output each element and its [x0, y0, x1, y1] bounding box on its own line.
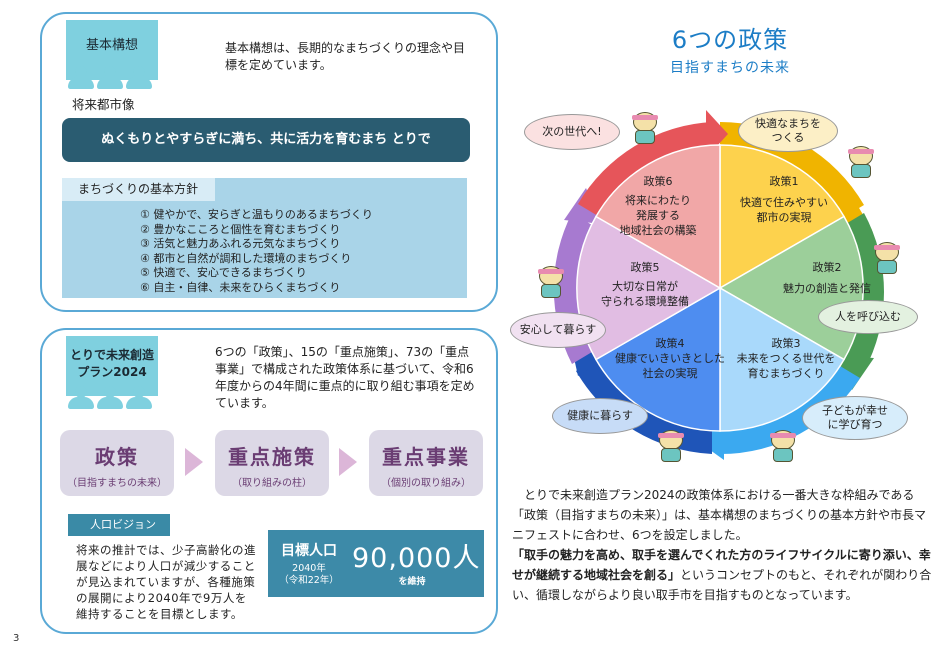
six-policies-subtitle: 目指すまちの未来: [670, 60, 790, 76]
policy2-line1: 魅力の創造と発信: [783, 282, 871, 295]
flow-key-projects-title: 重点事業: [382, 445, 470, 469]
policy3-name: 政策3: [771, 337, 801, 350]
mascot-exercise-icon: [654, 428, 688, 464]
bubble-policy1: 快適なまちを つくる: [738, 110, 838, 152]
flow-arrow-icon: [339, 448, 357, 476]
policy6-line1: 将来にわたり: [625, 194, 691, 207]
flow-key-measures-subtitle: （取り組みの柱）: [232, 478, 312, 489]
basic-policy-item: ④ 都市と自然が調和した環境のまちづくり: [140, 251, 352, 265]
bubble-policy4: 健康に暮らす: [552, 398, 648, 434]
basic-concept-description: 基本構想は、長期的なまちづくりの理念や目標を定めています。: [225, 41, 466, 72]
sector-label-policy5: 政策5 大切な日常が 守られる環境整備: [590, 260, 700, 309]
basic-policy-item: ⑥ 自主・自律、未来をひらくまちづくり: [140, 280, 341, 294]
summary-intro: とりで未来創造プラン2024の政策体系における一番大きな枠組みである「政策（目指…: [512, 488, 927, 542]
sector-label-policy6: 政策6 将来にわたり 発展する 地域社会の構築: [608, 174, 708, 238]
population-vision-text: 将来の推計では、少子高齢化の進展などにより人口が減少することが見込まれていますが…: [76, 543, 256, 621]
policy1-line1: 快適で住みやすい: [740, 196, 828, 209]
six-policies-title: 6つの政策: [671, 26, 789, 54]
mascot-festival-icon: [870, 240, 904, 276]
policy1-line2: 都市の実現: [756, 211, 812, 224]
target-value: 90,000人: [352, 543, 481, 574]
six-policies-heading: 6つの政策 目指すまちの未来: [600, 20, 860, 77]
basic-policy-list: ① 健やかで、安らぎと温もりのあるまちづくり ② 豊かなこころと個性を育むまちづ…: [140, 208, 373, 295]
future-city-label: 将来都市像: [72, 97, 135, 112]
policy5-line1: 大切な日常が: [612, 280, 678, 293]
plan2024-description: 6つの「政策」、15の「重点施策」、73の「重点事業」で構成された政策体系に基づ…: [215, 345, 475, 410]
basic-policy-panel: まちづくりの基本方針 ① 健やかで、安らぎと温もりのあるまちづくり ② 豊かなこ…: [62, 178, 467, 298]
policy3-line1: 未来をつくる世代を: [736, 352, 836, 365]
flow-key-measures: 重点施策 （取り組みの柱）: [215, 430, 329, 496]
policy6-line2: 発展する: [636, 209, 680, 222]
flow-key-projects: 重点事業 （個別の取り組み）: [369, 430, 483, 496]
flow-arrow-icon: [185, 448, 203, 476]
target-population-box: 目標人口 2040年 （令和22年） 90,000人 を維持: [268, 530, 484, 597]
policy4-line2: 社会の実現: [642, 367, 698, 380]
population-vision-label: 人口ビジョン: [68, 514, 170, 536]
policy6-line3: 地域社会の構築: [619, 224, 697, 237]
basic-concept-badge-title: 基本構想: [85, 38, 138, 53]
mascot-cycling-icon: [844, 144, 878, 180]
target-year: 2040年: [292, 563, 326, 574]
basic-policy-item: ⑤ 快適で、安心できるまちづくり: [140, 266, 307, 279]
policy5-line2: 守られる環境整備: [601, 295, 689, 308]
basic-policy-item: ③ 活気と魅力あふれる元気なまちづくり: [140, 237, 341, 250]
policy5-name: 政策5: [630, 261, 660, 274]
sector-label-policy3: 政策3 未来をつくる世代を 育むまちづくり: [726, 336, 846, 381]
basic-policy-item: ① 健やかで、安らぎと温もりのあるまちづくり: [140, 208, 373, 221]
policy2-name: 政策2: [812, 261, 842, 274]
plan2024-badge-line1: とりで未来創造: [69, 348, 154, 362]
bubble-policy5: 安心して暮らす: [510, 312, 606, 348]
mascot-lunch-icon: [766, 428, 800, 464]
flow-key-measures-title: 重点施策: [228, 445, 316, 469]
bubble-policy6: 次の世代へ!: [524, 114, 620, 150]
target-era: （令和22年）: [279, 575, 339, 586]
policy6-name: 政策6: [643, 175, 673, 188]
sector-label-policy4: 政策4 健康でいきいきとした 社会の実現: [610, 336, 730, 381]
policy3-line2: 育むまちづくり: [747, 367, 825, 380]
sector-label-policy2: 政策2 魅力の創造と発信: [762, 260, 892, 296]
basic-concept-card: 基本構想 基本構想は、長期的なまちづくりの理念や目標を定めています。 将来都市像…: [40, 12, 498, 312]
policy4-name: 政策4: [655, 337, 685, 350]
concept-statement: 「取手の魅力を高め、取手を選んでくれた方のライフサイクルに寄り添い、幸せが継続す…: [512, 548, 931, 582]
basic-policy-item: ② 豊かなこころと個性を育むまちづくり: [140, 222, 341, 236]
bubble-policy2: 人を呼び込む: [818, 300, 918, 334]
flow-policy-title: 政策: [95, 445, 139, 469]
six-policies-summary: とりで未来創造プラン2024の政策体系における一番大きな枠組みである「政策（目指…: [512, 485, 932, 605]
mascot-resting-icon: [534, 264, 568, 300]
policy4-line1: 健康でいきいきとした: [615, 352, 725, 365]
future-city-slogan: ぬくもりとやすらぎに満ち、共に活力を育むまち とりで: [62, 118, 470, 162]
flow-key-projects-subtitle: （個別の取り組み）: [381, 478, 471, 489]
target-suffix: を維持: [398, 577, 426, 587]
plan2024-badge-line2: プラン2024: [77, 365, 147, 379]
mascot-running-icon: [628, 110, 662, 146]
target-label: 目標人口: [281, 543, 337, 559]
sector-label-policy1: 政策1 快適で住みやすい 都市の実現: [734, 174, 834, 225]
basic-policy-title: まちづくりの基本方針: [62, 178, 215, 201]
plan2024-card: とりで未来創造 プラン2024 6つの「政策」、15の「重点施策」、73の「重点…: [40, 328, 498, 634]
flow-policy: 政策 （目指すまちの未来）: [60, 430, 174, 496]
policy-cycle-diagram: 政策1 快適で住みやすい 都市の実現 政策2 魅力の創造と発信 政策3 未来をつ…: [500, 100, 940, 480]
concept-rest: というコンセプトのもと、それぞれが関わり合い、循環しながらより良い取手市を目指す…: [512, 568, 932, 602]
page-number: 3: [13, 633, 20, 644]
policy1-name: 政策1: [769, 175, 799, 188]
bubble-policy3: 子どもが幸せ に学び育つ: [802, 396, 908, 440]
flow-policy-subtitle: （目指すまちの未来）: [67, 478, 167, 489]
